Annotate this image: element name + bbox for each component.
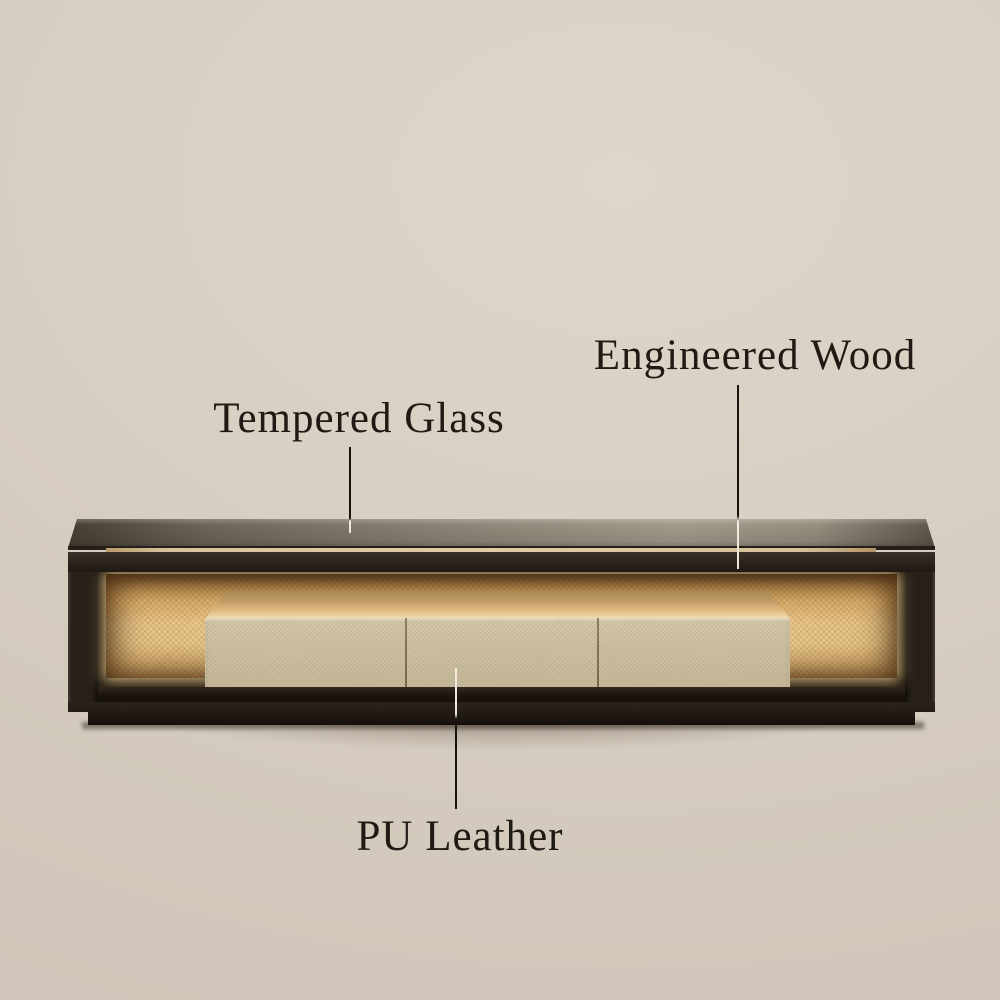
drawer-unit-top (205, 590, 790, 619)
left-side-panel (68, 552, 98, 712)
bottom-shelf (98, 687, 905, 702)
contact-shadow (82, 722, 924, 729)
engineered-wood-leader-line (737, 385, 739, 569)
drawer-seam-left (405, 618, 407, 702)
front-frame-rail (68, 552, 935, 572)
engineered-wood-label: Engineered Wood (593, 332, 917, 379)
tv-stand (68, 519, 935, 725)
right-side-panel (905, 552, 935, 712)
tempered-glass-label: Tempered Glass (213, 395, 505, 442)
tempered-glass-leader-line (349, 447, 351, 533)
drawer-seam-right (597, 618, 599, 702)
bottom-rail (68, 702, 935, 712)
tempered-glass-top (68, 519, 935, 548)
wood-top-under-glass (106, 548, 876, 553)
pu-leather-label: PU Leather (356, 813, 564, 860)
pu-leather-leader-line (455, 668, 457, 809)
plinth-base (88, 712, 915, 725)
